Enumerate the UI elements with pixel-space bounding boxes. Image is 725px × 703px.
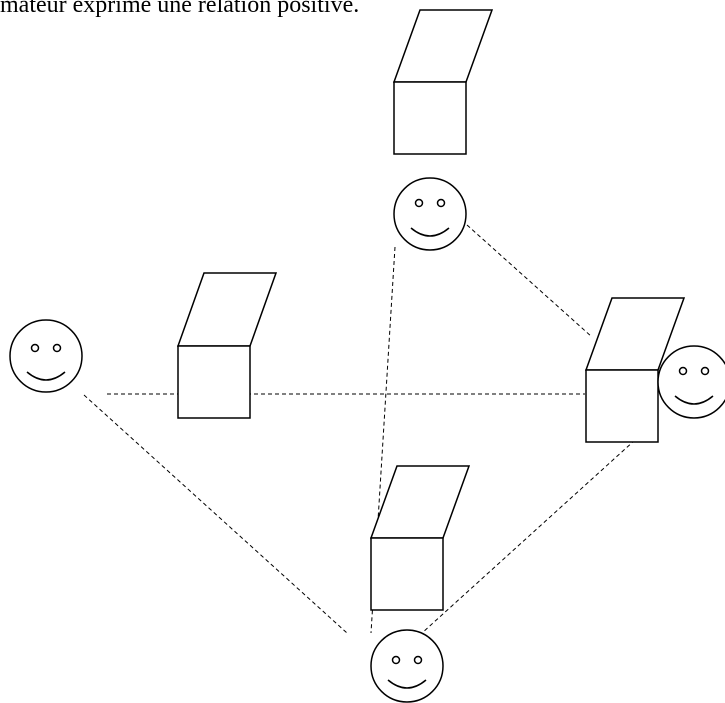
caption-text: mateur exprime une relation positive. bbox=[0, 0, 360, 18]
smiley-figure bbox=[393, 177, 467, 251]
relation-line bbox=[421, 439, 636, 634]
box-figure bbox=[584, 297, 686, 443]
relation-line bbox=[466, 224, 593, 338]
smiley-figure bbox=[657, 345, 725, 419]
relation-line bbox=[83, 394, 348, 634]
smiley-figure bbox=[9, 319, 83, 393]
smiley-figure bbox=[370, 629, 444, 703]
box-figure bbox=[176, 272, 278, 419]
box-figure bbox=[369, 465, 471, 611]
box-figure bbox=[392, 9, 494, 155]
